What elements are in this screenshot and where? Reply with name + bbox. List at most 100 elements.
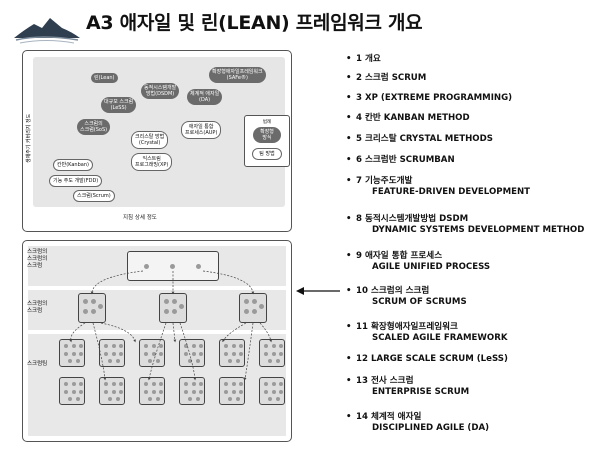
- band-label: 스크럼의 스크럼: [27, 301, 48, 314]
- scrum-team-box: [179, 377, 205, 405]
- chart-x-label: 지침 상세 정도: [123, 215, 157, 221]
- sos-box: [239, 293, 267, 323]
- topic-item: •4 칸반 KANBAN METHOD: [346, 113, 470, 124]
- scrum-team-box: [259, 377, 285, 405]
- chart-node: 확장형애자일프레임워크 (SAFe®): [209, 67, 266, 83]
- sos-box: [159, 293, 187, 323]
- topic-number: 5: [356, 134, 362, 144]
- topic-number: 14: [356, 412, 368, 422]
- topic-title: 스크럼 SCRUM: [364, 73, 427, 83]
- bullet-icon: •: [346, 54, 352, 64]
- scrum-team-box: [99, 339, 125, 367]
- chart-y-label: 생애주기 커버리지 정도: [26, 113, 32, 163]
- topic-title: 동적시스템개발방법 DSDM: [364, 214, 469, 224]
- scrum-team-box: [259, 339, 285, 367]
- topic-number: 13: [356, 376, 368, 386]
- topic-item: • 12 LARGE SCALE SCRUM (LeSS): [346, 354, 508, 365]
- bullet-icon: •: [346, 93, 352, 103]
- bullet-icon: •: [346, 286, 352, 296]
- topic-number: 10: [356, 286, 368, 296]
- topic-subtitle: DYNAMIC SYSTEMS DEVELOPMENT METHOD: [372, 225, 585, 235]
- chart-node: 동적시스템개발 방법(DSDM): [141, 83, 180, 99]
- chart-node: 린(Lean): [91, 73, 118, 83]
- bullet-icon: •: [346, 214, 352, 224]
- topic-number: 8: [356, 214, 362, 224]
- topic-subtitle: FEATURE-DRIVEN DEVELOPMENT: [372, 187, 531, 197]
- sos-box: [78, 293, 106, 323]
- scrum-team-box: [139, 377, 165, 405]
- bullet-icon: •: [346, 376, 352, 386]
- bullet-icon: •: [346, 251, 352, 261]
- topic-number: 9: [356, 251, 362, 261]
- bullet-icon: •: [346, 412, 352, 422]
- topic-title: 확장형애자일프레임워크: [370, 322, 458, 332]
- topic-number: 7: [356, 176, 362, 186]
- topic-item: •6 스크럼반 SCRUMBAN: [346, 155, 455, 166]
- chart-node: 대규모 스크럼 (LeSS): [101, 97, 137, 113]
- bullet-icon: •: [346, 354, 352, 364]
- topic-item: • 1 개요: [346, 54, 381, 65]
- chart-node: 체계적 애자일 (DA): [187, 89, 223, 105]
- topic-title: 칸반 KANBAN METHOD: [364, 113, 470, 123]
- band-label: 스크럼팀: [27, 361, 48, 367]
- topic-title: 체계적 애자일: [370, 412, 422, 422]
- topic-subtitle: AGILE UNIFIED PROCESS: [372, 262, 491, 272]
- scrum-team-box: [219, 377, 245, 405]
- scrum-of-scrums-diagram: 스크럼의 스크럼의 스크럼 스크럼의 스크럼 스크럼팀: [22, 240, 292, 442]
- chart-legend: 범례 확장형 방식 팀 방법: [244, 115, 290, 167]
- topic-title: 스크럼의 스크럼: [370, 286, 430, 296]
- framework-chart: 린(Lean) 동적시스템개발 방법(DSDM) 확장형애자일프레임워크 (SA…: [22, 50, 292, 232]
- chart-node: 스크럼의 스크럼(SoS): [77, 119, 111, 135]
- topic-subtitle: DISCIPLINED AGILE (DA): [372, 423, 490, 433]
- scrum-team-box: [99, 377, 125, 405]
- chart-node: 애자일 통합 프로세스(AUP): [181, 121, 222, 139]
- legend-item-scaled: 확장형 방식: [253, 127, 281, 143]
- topic-title: 개요: [364, 54, 381, 64]
- topic-title: 애자일 통합 프로세스: [364, 251, 443, 261]
- topic-number: 11: [356, 322, 368, 332]
- topic-number: 12: [356, 354, 368, 364]
- topic-number: 6: [356, 155, 362, 165]
- topic-number: 3: [356, 93, 362, 103]
- topic-title: LARGE SCALE SCRUM (LeSS): [370, 354, 508, 364]
- sos-of-sos-box: [127, 251, 219, 281]
- chart-node: 스크럼(Scrum): [73, 190, 115, 202]
- chart-node: 익스트림 프로그래밍(XP): [131, 153, 173, 171]
- scrum-team-box: [219, 339, 245, 367]
- topic-number: 2: [356, 73, 362, 83]
- topic-item: • 5 크리스탈 CRYSTAL METHODS: [346, 134, 493, 145]
- topic-title: 기능주도개발: [364, 176, 413, 186]
- chart-node: 기능 주도 개발(FDD): [49, 175, 103, 187]
- topic-title: 스크럼반 SCRUMBAN: [364, 155, 455, 165]
- diagram-arrows: [69, 270, 273, 381]
- bullet-icon: •: [346, 322, 352, 332]
- topic-item: •2 스크럼 SCRUM: [346, 73, 426, 84]
- bullet-icon: •: [346, 134, 352, 144]
- topic-subtitle: SCALED AGILE FRAMEWORK: [372, 333, 508, 343]
- topic-title: 크리스탈 CRYSTAL METHODS: [364, 134, 493, 144]
- page-title: A3 애자일 및 린(LEAN) 프레임워크 개요: [86, 12, 423, 34]
- scrum-team-box: [59, 377, 85, 405]
- scrum-team-box: [179, 339, 205, 367]
- chart-plot-area: 린(Lean) 동적시스템개발 방법(DSDM) 확장형애자일프레임워크 (SA…: [33, 57, 285, 207]
- arrow-left-icon: [296, 287, 340, 295]
- topic-number: 1: [356, 54, 362, 64]
- topic-subtitle: SCRUM OF SCRUMS: [372, 297, 467, 307]
- topic-subtitle: ENTERPRISE SCRUM: [372, 387, 470, 397]
- scrum-team-box: [59, 339, 85, 367]
- scrum-team-box: [139, 339, 165, 367]
- topic-title: XP (EXTREME PROGRAMMING): [364, 93, 513, 103]
- legend-item-team: 팀 방법: [252, 148, 282, 160]
- legend-title: 범례: [262, 120, 272, 125]
- topic-title: 전사 스크럼: [370, 376, 414, 386]
- band-label: 스크럼의 스크럼의 스크럼: [27, 249, 48, 269]
- bullet-icon: •: [346, 176, 352, 186]
- bullet-icon: •: [346, 113, 352, 123]
